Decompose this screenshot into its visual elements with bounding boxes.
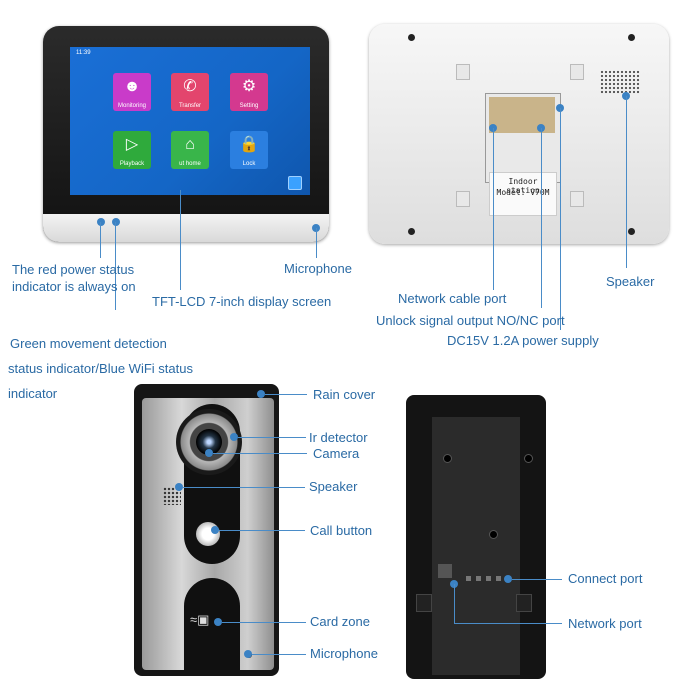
app-home[interactable]: ⌂ ut home bbox=[171, 131, 209, 169]
play-icon: ▷ bbox=[125, 136, 139, 153]
mount-hole bbox=[443, 454, 452, 463]
label-ir: Ir detector bbox=[309, 430, 368, 445]
label-red-power: The red power status bbox=[12, 262, 135, 277]
app-label: Lock bbox=[242, 161, 256, 167]
phone-icon: ✆ bbox=[183, 78, 197, 95]
house-icon: ⌂ bbox=[185, 136, 195, 153]
label-red-power-2: indicator is always on bbox=[12, 279, 136, 294]
label-rain-cover: Rain cover bbox=[313, 387, 376, 402]
leader-line bbox=[222, 622, 306, 623]
network-jack bbox=[438, 564, 452, 578]
label-microphone-top: Microphone bbox=[284, 261, 352, 276]
display-screen bbox=[70, 47, 310, 195]
leader-line bbox=[183, 487, 305, 488]
label-green-2: status indicator/Blue WiFi status bbox=[8, 361, 193, 376]
screw bbox=[628, 34, 635, 41]
person-icon: ☻ bbox=[123, 78, 141, 95]
app-label: Setting bbox=[239, 103, 259, 109]
app-lock[interactable]: 🔒 Lock bbox=[230, 131, 268, 169]
monitor-bottom-bezel bbox=[43, 214, 329, 242]
label-display: TFT-LCD 7-inch display screen bbox=[152, 294, 332, 309]
mount-slot bbox=[456, 64, 470, 80]
leader-line bbox=[265, 394, 307, 395]
label-connect-port: Connect port bbox=[568, 571, 643, 586]
leader-line bbox=[512, 579, 562, 580]
call-dot bbox=[211, 526, 219, 534]
screen-clock: 11:39 bbox=[76, 50, 91, 56]
mount-hole bbox=[489, 530, 498, 539]
label-power: DC15V 1.2A power supply bbox=[447, 333, 599, 348]
leader-line bbox=[493, 128, 494, 290]
leader-line bbox=[454, 623, 562, 624]
leader-line bbox=[213, 453, 307, 454]
leader-line bbox=[560, 108, 561, 330]
leader-line bbox=[180, 190, 181, 290]
speaker-holes bbox=[163, 487, 181, 505]
circuit-board bbox=[489, 97, 555, 133]
mount-slot bbox=[456, 191, 470, 207]
sticker-line-1: Indoor station bbox=[506, 177, 540, 195]
mount-slot bbox=[570, 191, 584, 207]
rain-cover-dot bbox=[257, 390, 265, 398]
green-indicator-dot bbox=[112, 218, 120, 226]
lock-icon: 🔒 bbox=[239, 136, 259, 153]
leader-line bbox=[316, 228, 317, 258]
connect-port-dot bbox=[504, 575, 512, 583]
rfid-card-icon: ≈▣ bbox=[190, 612, 210, 627]
gear-icon: ⚙ bbox=[241, 78, 257, 95]
speaker-grill bbox=[600, 70, 640, 94]
sticker-line-2: Model: V70M bbox=[496, 188, 550, 197]
mic-bottom-dot bbox=[244, 650, 252, 658]
leader-line bbox=[541, 128, 542, 308]
leader-line bbox=[219, 530, 305, 531]
card-dot bbox=[214, 618, 222, 626]
leader-line bbox=[252, 654, 306, 655]
app-playback[interactable]: ▷ Playback bbox=[113, 131, 151, 169]
label-green-1: Green movement detection bbox=[10, 336, 167, 351]
label-call: Call button bbox=[310, 523, 373, 538]
label-microphone-bottom: Microphone bbox=[310, 646, 378, 661]
connect-pin bbox=[496, 576, 501, 581]
label-camera: Camera bbox=[313, 446, 360, 461]
label-speaker: Speaker bbox=[309, 479, 358, 494]
label-unlock: Unlock signal output NO/NC port bbox=[376, 313, 565, 328]
app-monitoring[interactable]: ☻ Monitoring bbox=[113, 73, 151, 111]
screw bbox=[408, 34, 415, 41]
connect-pin bbox=[476, 576, 481, 581]
screw bbox=[628, 228, 635, 235]
label-card: Card zone bbox=[310, 614, 370, 629]
app-label: ut home bbox=[179, 161, 201, 167]
label-speaker-top: Speaker bbox=[606, 274, 655, 289]
mount-hole bbox=[524, 454, 533, 463]
app-setting[interactable]: ⚙ Setting bbox=[230, 73, 268, 111]
camera-dot bbox=[205, 449, 213, 457]
mount-slot bbox=[570, 64, 584, 80]
app-label: Transfer bbox=[178, 103, 202, 109]
label-network-port: Network port bbox=[568, 616, 642, 631]
label-green-3: indicator bbox=[8, 386, 58, 401]
connect-pin bbox=[466, 576, 471, 581]
app-label: Monitoring bbox=[117, 103, 146, 109]
app-label: Playback bbox=[119, 161, 145, 167]
screw bbox=[408, 228, 415, 235]
leader-line bbox=[100, 222, 101, 258]
back-foot bbox=[416, 594, 432, 612]
app-transfer[interactable]: ✆ Transfer bbox=[171, 73, 209, 111]
back-foot bbox=[516, 594, 532, 612]
label-network-cable: Network cable port bbox=[398, 291, 507, 306]
speaker-front-dot bbox=[175, 483, 183, 491]
screen-corner-button[interactable] bbox=[288, 176, 302, 190]
leader-line bbox=[115, 222, 116, 310]
card-strip bbox=[184, 578, 240, 670]
model-sticker: Indoor station Model: V70M bbox=[489, 172, 557, 216]
leader-line bbox=[626, 96, 627, 268]
ir-dot bbox=[230, 433, 238, 441]
leader-line bbox=[238, 437, 306, 438]
leader-line bbox=[454, 584, 455, 624]
connect-pin bbox=[486, 576, 491, 581]
red-indicator-dot bbox=[97, 218, 105, 226]
